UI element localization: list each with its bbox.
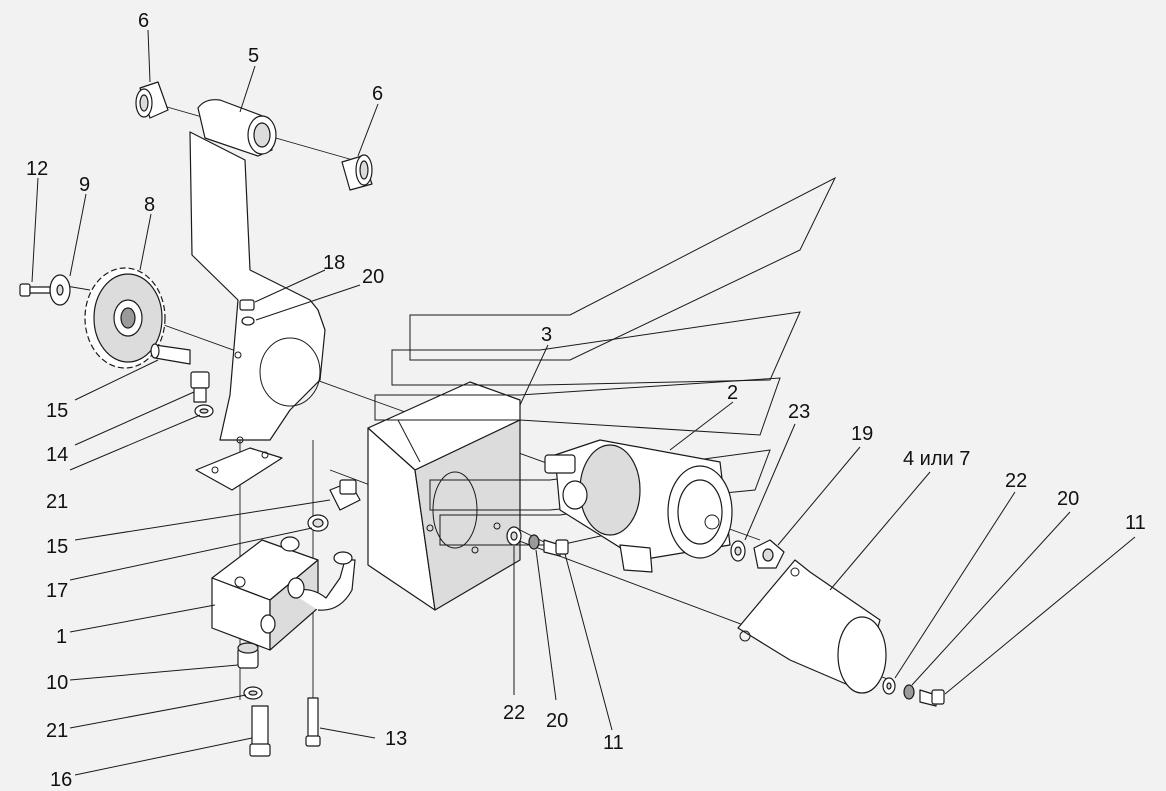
washer-part-20-upper	[241, 316, 255, 326]
callout-21-lower: 21	[46, 720, 68, 742]
nut-part-17	[307, 514, 329, 532]
callout-20-upper: 20	[362, 266, 384, 288]
callout-22-right: 22	[1005, 470, 1027, 492]
motor-part-2	[544, 439, 733, 573]
callout-8: 8	[144, 194, 155, 216]
bolt-part-12	[19, 283, 51, 297]
callout-11-middle: 11	[603, 732, 624, 754]
nut-part-19	[753, 539, 785, 569]
callout-15-lower: 15	[46, 536, 68, 558]
callout-3: 3	[541, 324, 552, 346]
callout-17: 17	[46, 580, 68, 602]
callout-13: 13	[385, 728, 407, 750]
washer-part-9	[49, 274, 71, 306]
callout-15-upper: 15	[46, 400, 68, 422]
callout-11-right: 11	[1125, 512, 1146, 534]
washer-part-23	[730, 540, 746, 562]
pin-part-15-upper	[150, 343, 191, 365]
callout-19: 19	[851, 423, 873, 445]
cover-part-3	[367, 381, 521, 611]
bushing-part-6-left	[135, 81, 169, 119]
callout-20-right: 20	[1057, 488, 1079, 510]
bushing-part-10	[237, 642, 259, 669]
callout-20-middle: 20	[546, 710, 568, 732]
housing-part-4-or-7	[737, 559, 887, 694]
washer-part-20-right	[903, 684, 915, 700]
callout-9: 9	[79, 174, 90, 196]
pin-part-15-lower	[329, 479, 361, 511]
callout-6-left: 6	[138, 10, 149, 32]
washer-part-20-middle	[528, 534, 540, 550]
callout-4-or-7: 4 или 7	[903, 448, 970, 470]
bolt-part-13	[305, 697, 321, 747]
callout-6-right: 6	[372, 83, 383, 105]
bolt-part-14	[190, 371, 210, 403]
washer-part-21-upper	[194, 404, 214, 418]
callout-18: 18	[323, 252, 345, 274]
callout-21-upper: 21	[46, 491, 68, 513]
callout-14: 14	[46, 444, 68, 466]
valve-block-part-1	[211, 536, 356, 651]
washer-part-22-right	[882, 677, 896, 695]
callout-labels: 6 5 6 12 9 8 18 20 3 2 23 19 4 или 7 22 …	[26, 10, 1146, 791]
bolt-part-11-right	[919, 689, 945, 707]
callout-12: 12	[26, 158, 48, 180]
callout-5: 5	[248, 45, 259, 67]
washer-part-21-lower	[243, 686, 263, 700]
bolt-part-18	[239, 299, 255, 311]
bolt-part-16	[249, 705, 271, 757]
callout-2: 2	[727, 382, 738, 404]
lever-part-5	[189, 99, 326, 491]
gear-part-8	[84, 267, 166, 369]
callout-22-middle: 22	[503, 702, 525, 724]
bolt-part-11-middle	[543, 539, 569, 557]
washer-part-22-middle	[506, 526, 522, 546]
callout-16: 16	[50, 769, 72, 791]
callout-23: 23	[788, 401, 810, 423]
callout-10: 10	[46, 672, 68, 694]
callout-1: 1	[56, 626, 67, 648]
leader-lines	[31, 29, 1136, 776]
bushing-part-6-right	[341, 154, 373, 191]
